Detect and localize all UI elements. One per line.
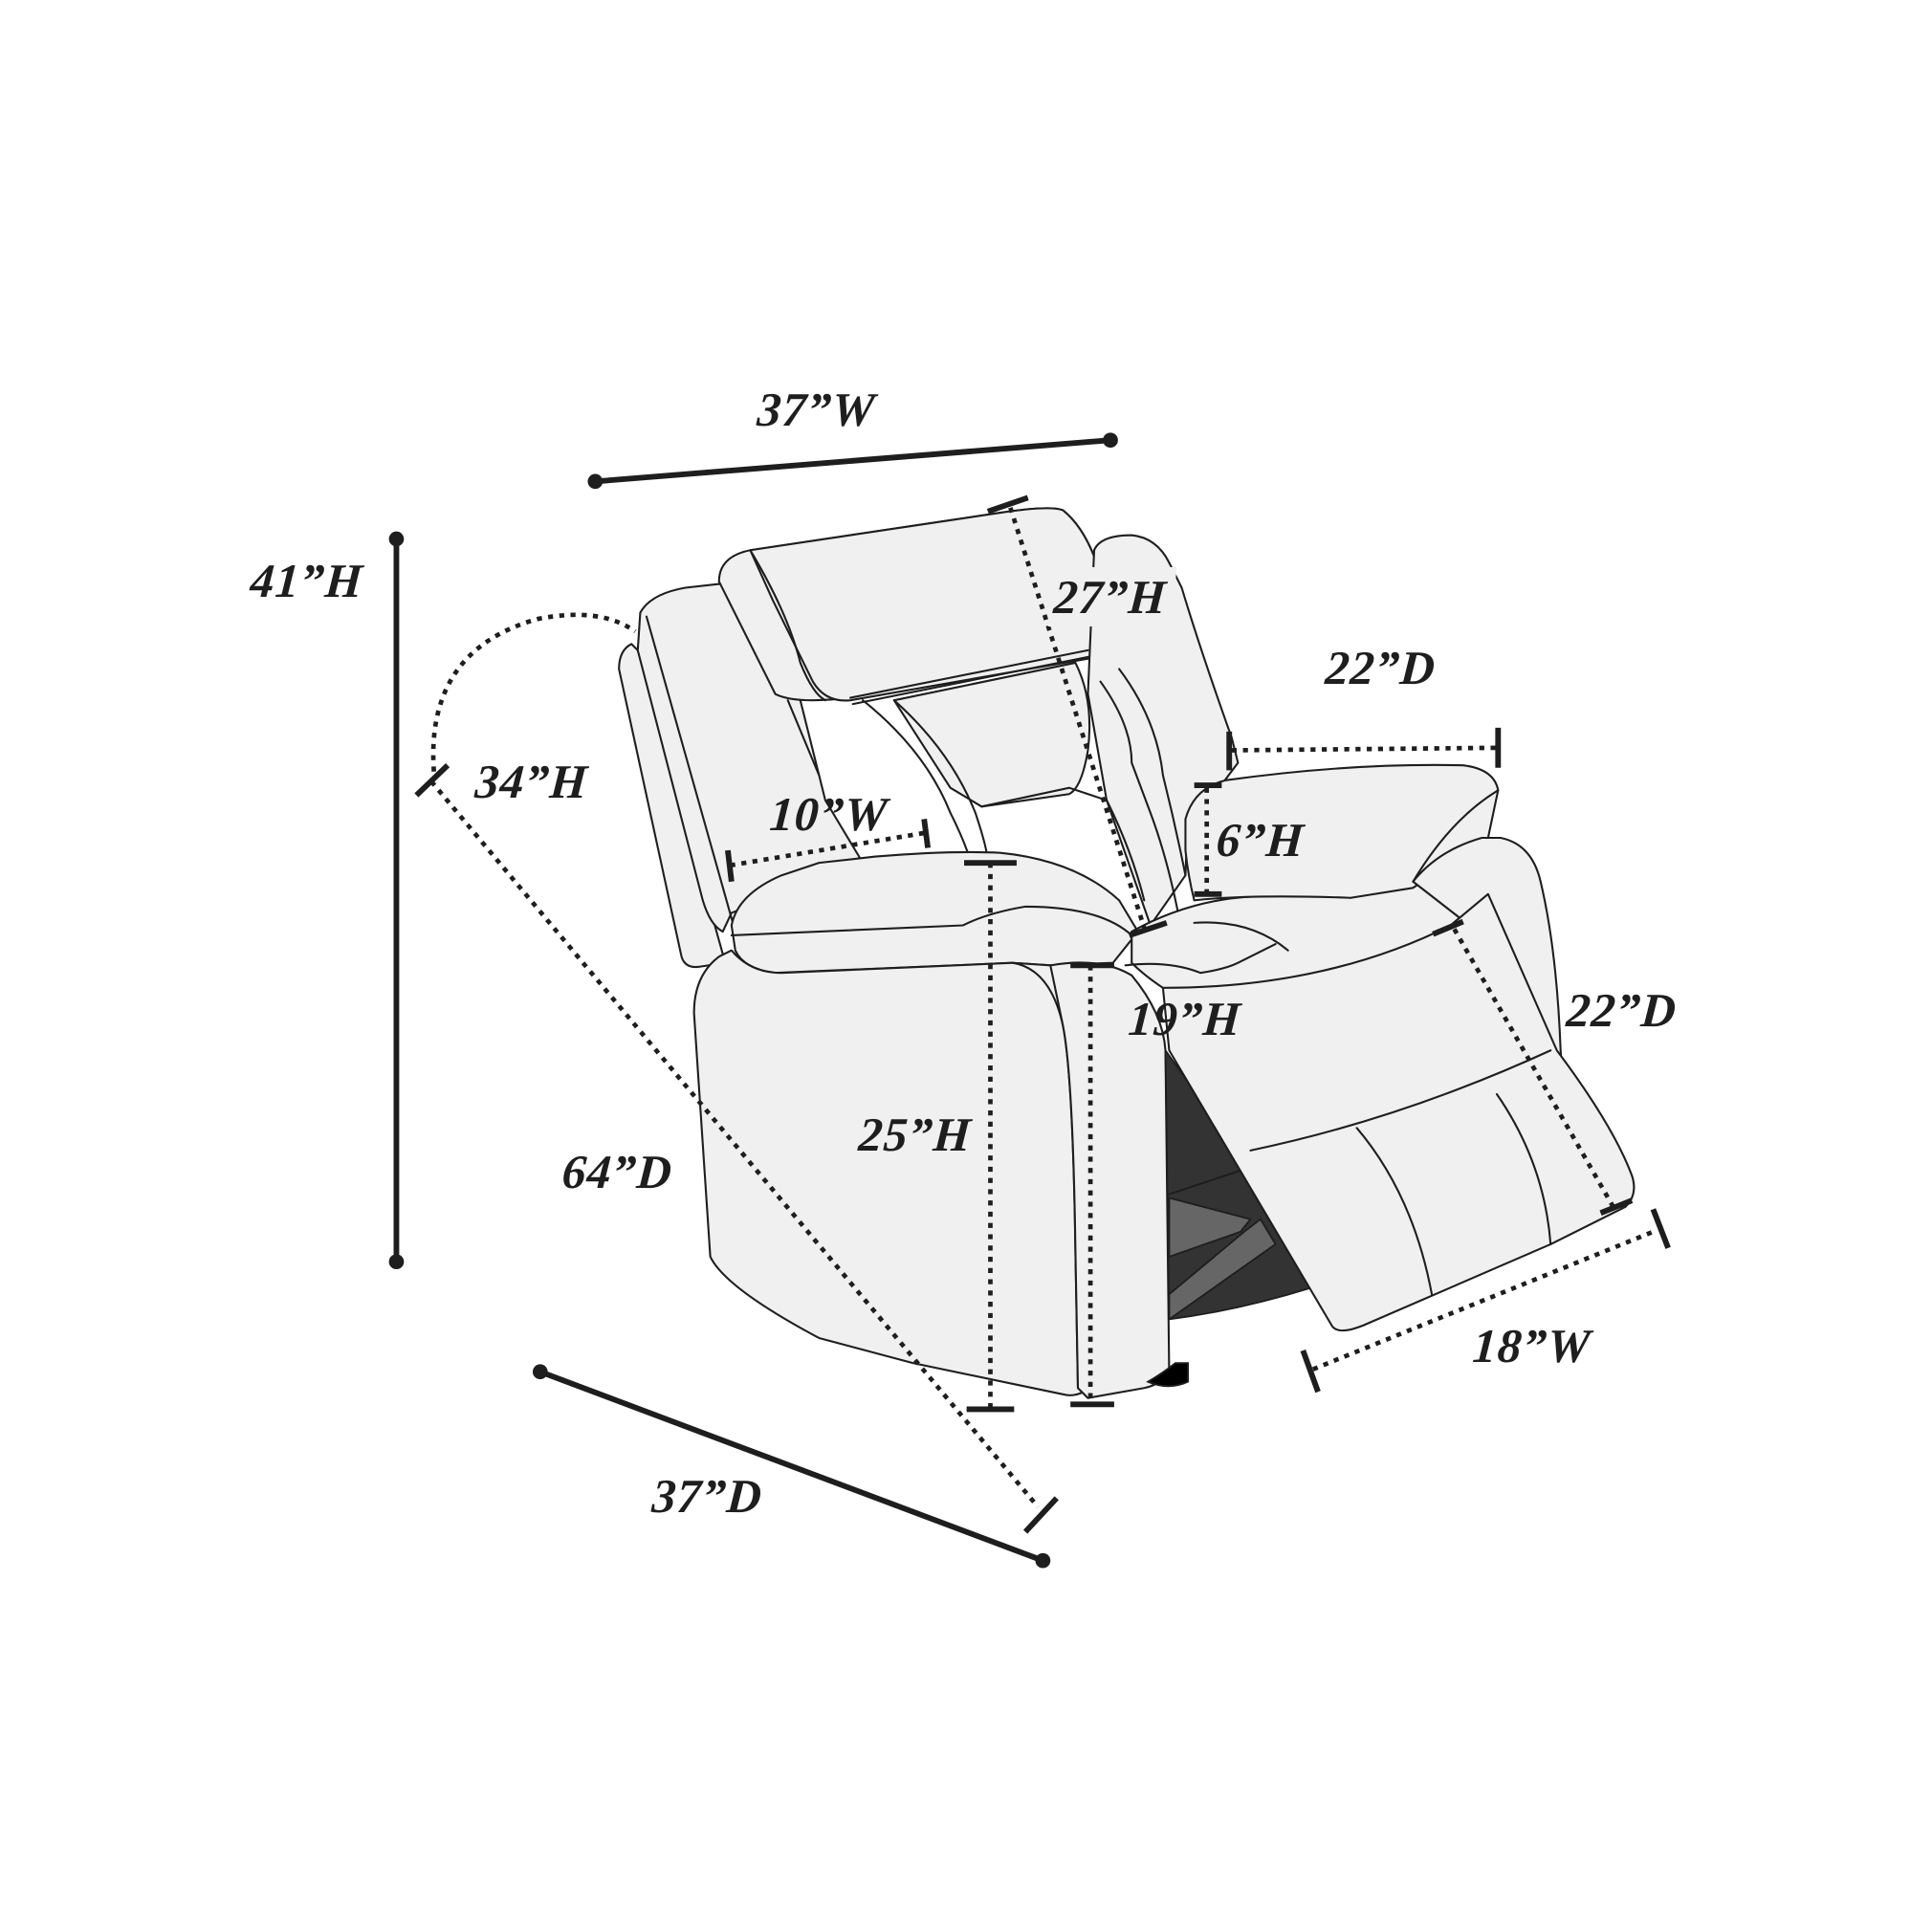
- back-lower-seam: [980, 786, 1146, 902]
- left-back-wing-seam: [645, 615, 736, 933]
- footrest-pleat-1: [1355, 1127, 1434, 1296]
- arm-width-tick-left: [725, 849, 735, 883]
- right-back-wing: [1087, 534, 1240, 927]
- right-side-bolster: [1412, 836, 1565, 1089]
- reclined-depth-label: 64”D: [560, 1145, 675, 1198]
- footrest-width-label: 18”W: [1471, 1319, 1593, 1372]
- headrest-cushion: [749, 507, 1109, 702]
- arm-height-above-seat-label: 6”H: [1215, 813, 1306, 867]
- seat-depth-line: [1231, 745, 1499, 753]
- recline-height-arc: [430, 612, 637, 772]
- back-center-panel: [892, 661, 1091, 808]
- back-lumbar-seam-2: [892, 699, 989, 865]
- back-height-reclined-label: 34”H: [473, 755, 590, 808]
- headrest-seam: [849, 648, 1092, 706]
- height-endpoint-top: [388, 531, 405, 547]
- reclined-depth-line: [429, 779, 1040, 1508]
- footrest-depth-label: 22”D: [1565, 983, 1680, 1037]
- mechanism-line: [1168, 1168, 1245, 1196]
- footrest-width-tick-right: [1650, 1208, 1671, 1249]
- depth-endpoint-left: [532, 1364, 548, 1380]
- back-height-tick-bottom: [1128, 920, 1168, 938]
- left-arm-front-panel: [692, 949, 1092, 1396]
- arm-width-tick-right: [921, 818, 932, 848]
- reclined-depth-tick: [1022, 1496, 1059, 1534]
- seat-seam: [1193, 921, 1289, 952]
- footrest: [1161, 892, 1636, 1332]
- base-foot: [1146, 1362, 1189, 1388]
- overall-height-label: 41”H: [249, 554, 365, 607]
- width-endpoint-right: [1103, 432, 1118, 449]
- overall-depth-label: 37”D: [650, 1469, 765, 1523]
- depth-endpoint-right: [1035, 1552, 1051, 1569]
- footrest-fold-seam: [1249, 1049, 1552, 1152]
- arm-width-label: 10”W: [768, 787, 890, 841]
- recline-mechanism-arm: [1168, 1218, 1277, 1322]
- footrest-width-line: [1311, 1229, 1655, 1372]
- recline-height-tick: [414, 763, 450, 798]
- recline-mechanism-bracket: [1168, 1197, 1253, 1259]
- seat-height-label: 19”H: [1127, 992, 1243, 1045]
- seat-depth-label: 22”D: [1324, 641, 1438, 694]
- dimension-lines: [388, 432, 1671, 1569]
- back-left-fold: [786, 699, 821, 777]
- right-arm-cushion: [1184, 763, 1500, 902]
- depth-dimension-line: [537, 1369, 1046, 1564]
- overall-width-label: 37”W: [756, 383, 878, 436]
- footrest-pleat-2: [1495, 1092, 1552, 1245]
- arm-height-label: 25”H: [857, 1108, 974, 1161]
- back-lumbar-seam: [862, 699, 971, 858]
- height-endpoint-bottom: [388, 1254, 405, 1270]
- footrest-depth-line: [1452, 928, 1615, 1208]
- seat-front-edge: [1124, 943, 1277, 975]
- back-height-label: 27”H: [1047, 567, 1177, 626]
- footrest-width-tick-left: [1300, 1350, 1321, 1394]
- width-endpoint-left: [587, 473, 604, 490]
- recliner-chair-drawing: [618, 507, 1636, 1399]
- width-dimension-line: [592, 437, 1113, 485]
- back-height-tick-top: [986, 494, 1029, 515]
- footrest-depth-tick-bottom: [1599, 1197, 1634, 1216]
- left-arm-top-seam: [730, 905, 1133, 937]
- footrest-depth-tick-top: [1432, 918, 1464, 937]
- right-back-inner-seam-2: [1099, 680, 1183, 933]
- right-back-inner-seam: [1118, 668, 1187, 877]
- right-arm-inner-edge: [1412, 789, 1500, 883]
- headrest-left-edge: [749, 549, 826, 702]
